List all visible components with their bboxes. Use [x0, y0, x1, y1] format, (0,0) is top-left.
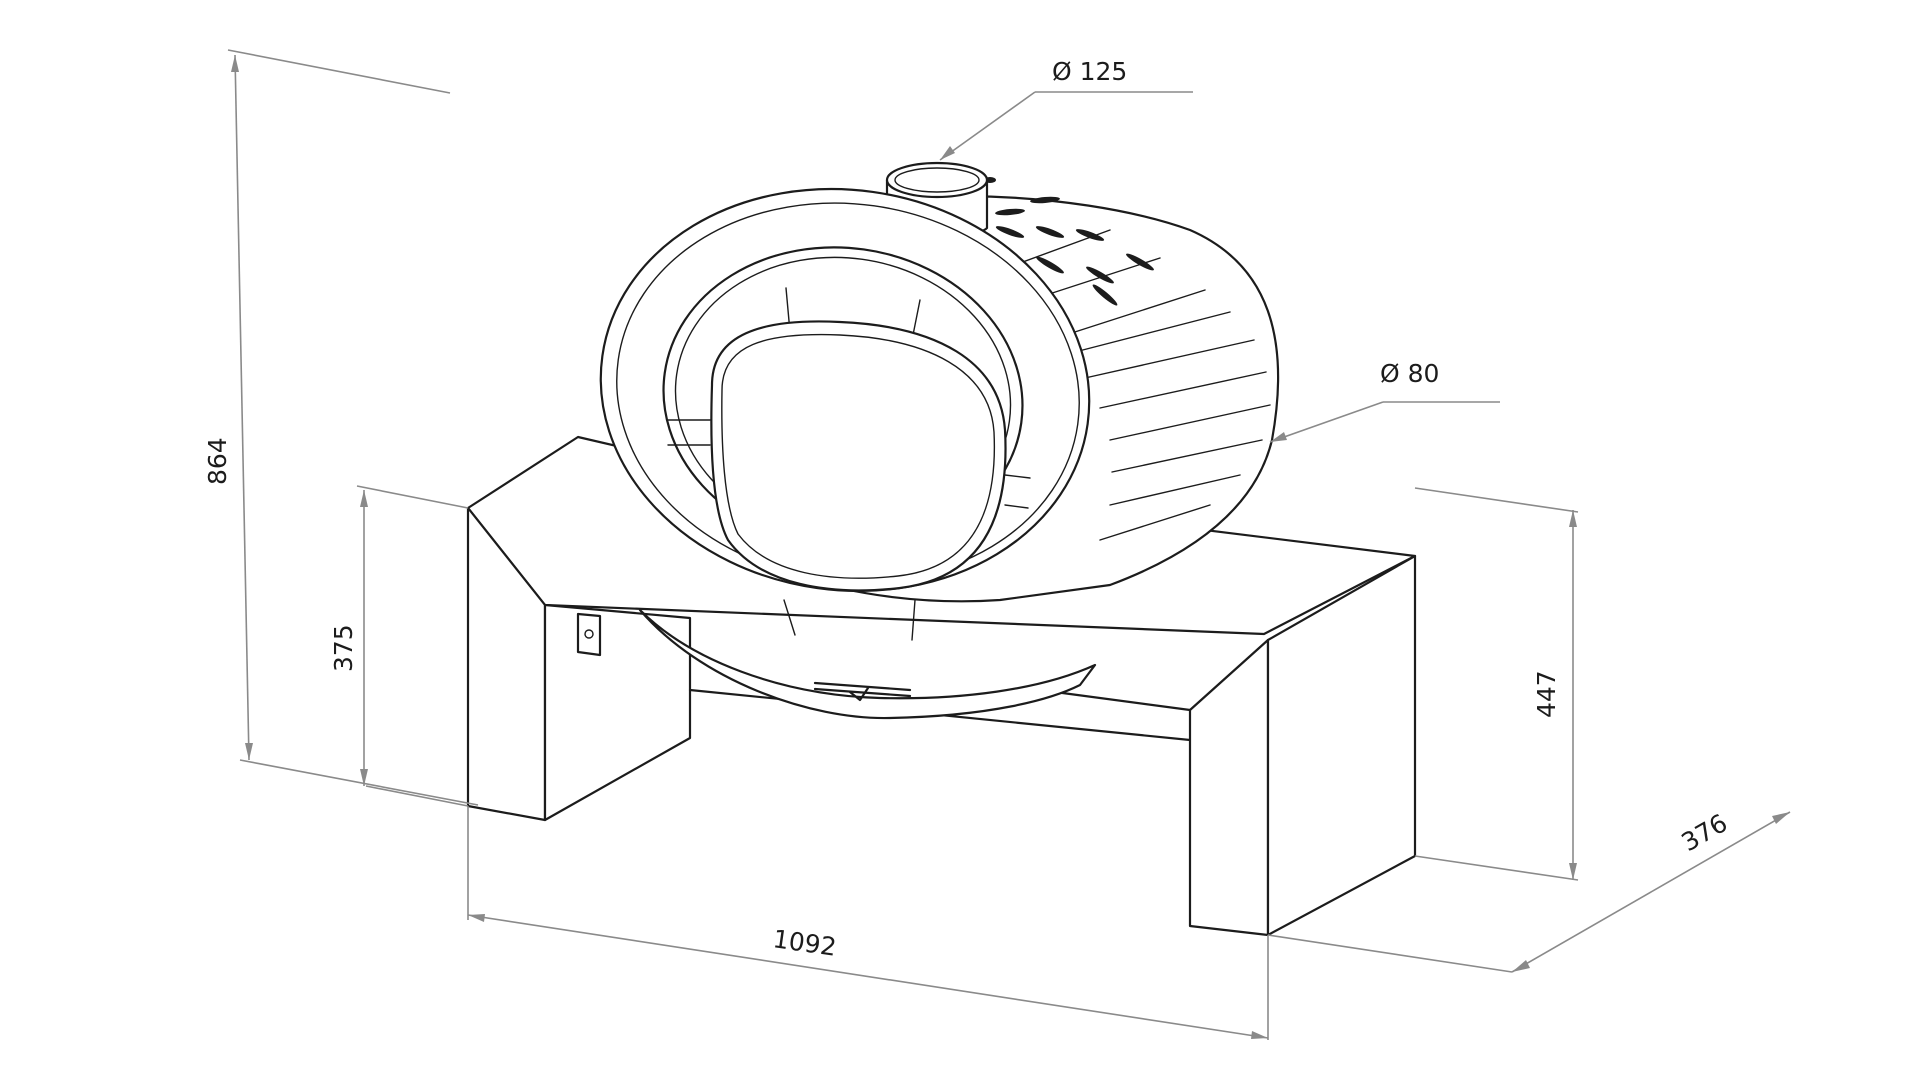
dim-bench-height: 375	[329, 624, 358, 672]
door-glass-inner-edge	[721, 333, 996, 579]
dim-width: 1092	[771, 924, 838, 962]
dim-air-inlet-diameter: Ø 80	[1380, 359, 1439, 388]
stove-body	[599, 161, 1280, 720]
bench-base	[466, 435, 1417, 937]
bench-left-leg-edge	[544, 604, 691, 619]
ash-pan-handle[interactable]	[813, 681, 912, 702]
door-glass	[710, 320, 1007, 592]
dimension-lines	[227, 49, 1791, 1040]
bench-right-leg-front	[1188, 638, 1270, 937]
dim-flue-diameter: Ø 125	[1052, 57, 1127, 86]
dim-total-height: 864	[203, 437, 232, 485]
firebrick-lining	[667, 287, 1031, 641]
bench-left-bracket	[576, 612, 602, 657]
dim-right-height: 447	[1532, 670, 1561, 718]
ash-pan-front	[638, 608, 1097, 720]
bench-right-top-edge	[1038, 688, 1192, 712]
bench-bracket-bolt	[584, 629, 594, 639]
